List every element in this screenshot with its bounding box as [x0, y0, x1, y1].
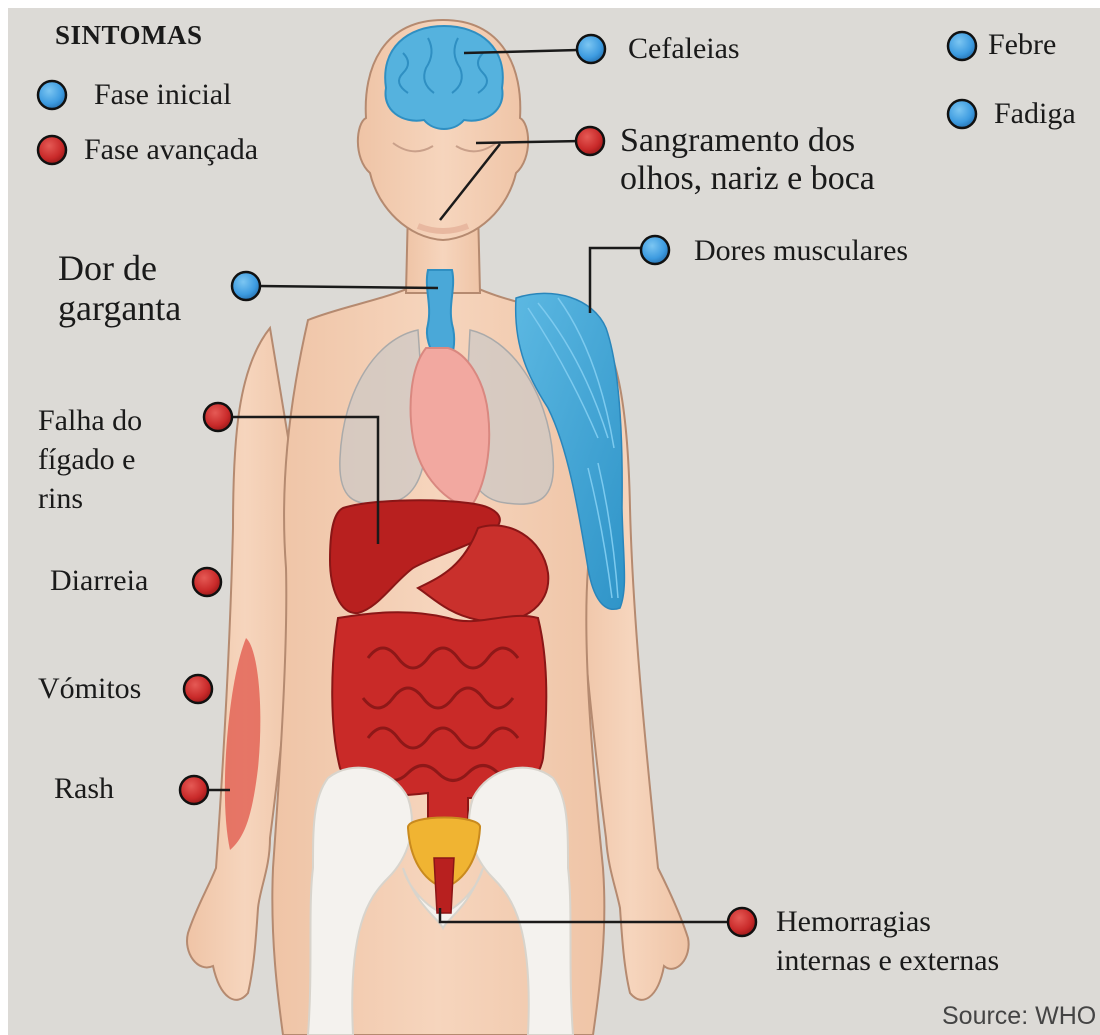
throat-organ	[427, 270, 454, 360]
label-fadiga: Fadiga	[994, 97, 1076, 131]
dot-sangramento	[576, 127, 604, 155]
label-vomitos: Vómitos	[38, 672, 141, 706]
label-rash: Rash	[54, 772, 114, 806]
label-cefaleias: Cefaleias	[628, 32, 740, 66]
legend-label-inicial: Fase inicial	[94, 78, 231, 112]
label-febre: Febre	[988, 28, 1056, 62]
dot-hemorragias	[728, 908, 756, 936]
legend-dot-avancada	[38, 136, 66, 164]
dot-fadiga	[948, 100, 976, 128]
dot-garganta	[232, 272, 260, 300]
diagram-canvas: SINTOMAS Fase inicial Fase avançada Cefa…	[8, 8, 1100, 1035]
dot-cefaleias	[577, 35, 605, 63]
dot-diarreia	[193, 568, 221, 596]
legend-title: SINTOMAS	[55, 20, 203, 50]
label-dores-musculares: Dores musculares	[694, 234, 908, 268]
label-hemorragias: Hemorragias internas e externas	[776, 902, 999, 980]
label-diarreia: Diarreia	[50, 564, 148, 598]
label-dor-de-garganta: Dor de garganta	[58, 248, 181, 329]
legend-dot-inicial	[38, 81, 66, 109]
dot-rash	[180, 776, 208, 804]
dot-dores	[641, 236, 669, 264]
brain-organ	[385, 26, 503, 129]
source-credit: Source: WHO	[942, 1002, 1096, 1031]
label-sangramento: Sangramento dos olhos, nariz e boca	[620, 122, 875, 198]
dot-febre	[948, 32, 976, 60]
label-falha-figado-rins: Falha do fígado e rins	[38, 401, 142, 518]
dot-vomitos	[184, 675, 212, 703]
rectum-organ	[434, 858, 454, 913]
dot-figado	[204, 403, 232, 431]
legend-label-avancada: Fase avançada	[84, 133, 258, 167]
